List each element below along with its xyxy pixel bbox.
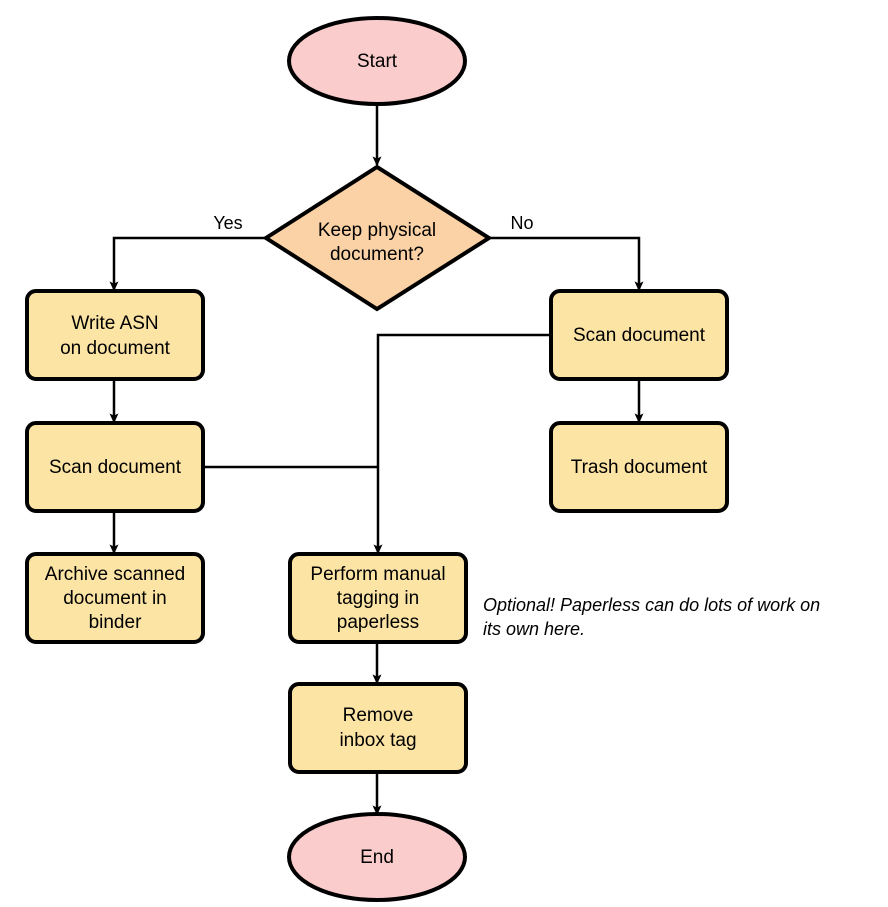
tagging-label-line1: Perform manual bbox=[310, 564, 445, 585]
decision-diamond bbox=[262, 164, 493, 312]
scan-document-right-box bbox=[549, 289, 729, 381]
annotation-line1: Optional! Paperless can do lots of work … bbox=[483, 595, 820, 615]
tagging-label-line2: tagging in bbox=[337, 588, 419, 609]
trash-document-box bbox=[549, 421, 729, 513]
scan-document-right-label: Scan document bbox=[573, 325, 706, 346]
archive-box bbox=[25, 552, 205, 644]
start-ellipse bbox=[287, 16, 467, 106]
annotation-line2: its own here. bbox=[483, 619, 585, 639]
trash-document-label: Trash document bbox=[571, 457, 708, 478]
edge-label-no: No bbox=[510, 213, 533, 233]
node-remove-inbox-tag[interactable]: Remove inbox tag bbox=[288, 682, 468, 774]
edge-label-yes: Yes bbox=[213, 213, 242, 233]
node-archive-scanned-document[interactable]: Archive scanned document in binder bbox=[25, 552, 205, 644]
remove-inbox-label-line2: inbox tag bbox=[339, 730, 416, 751]
node-scan-document-left[interactable]: Scan document bbox=[25, 421, 205, 513]
archive-label-line3: binder bbox=[89, 612, 142, 633]
end-label: End bbox=[360, 847, 394, 868]
connector-decision-no-to-scan-right bbox=[489, 236, 644, 292]
connector-scan-right-to-tagging bbox=[373, 333, 551, 555]
node-scan-document-right[interactable]: Scan document bbox=[549, 289, 729, 381]
start-label: Start bbox=[357, 51, 398, 72]
tagging-label-line3: paperless bbox=[337, 612, 419, 633]
scan-document-left-box bbox=[25, 421, 205, 513]
node-start[interactable]: Start bbox=[287, 16, 467, 106]
write-asn-label-line2: on document bbox=[60, 338, 171, 359]
tagging-box bbox=[288, 552, 468, 644]
node-write-asn[interactable]: Write ASN on document bbox=[25, 289, 205, 381]
archive-label-line1: Archive scanned bbox=[45, 564, 185, 585]
node-end[interactable]: End bbox=[287, 812, 467, 902]
write-asn-label-line1: Write ASN bbox=[71, 313, 158, 334]
decision-label-line1: Keep physical bbox=[318, 220, 436, 241]
annotation-optional-note: Optional! Paperless can do lots of work … bbox=[483, 595, 820, 639]
remove-inbox-label-line1: Remove bbox=[343, 705, 414, 726]
end-ellipse bbox=[287, 812, 467, 902]
node-decision-keep-physical-document[interactable]: Keep physical document? bbox=[262, 164, 493, 312]
node-trash-document[interactable]: Trash document bbox=[549, 421, 729, 513]
scan-document-left-label: Scan document bbox=[49, 457, 182, 478]
node-perform-manual-tagging[interactable]: Perform manual tagging in paperless bbox=[288, 552, 468, 644]
connector-decision-yes-to-write-asn bbox=[109, 236, 266, 292]
archive-label-line2: document in bbox=[63, 588, 167, 609]
write-asn-box bbox=[25, 289, 205, 381]
remove-inbox-box bbox=[288, 682, 468, 774]
decision-label-line2: document? bbox=[330, 244, 424, 265]
